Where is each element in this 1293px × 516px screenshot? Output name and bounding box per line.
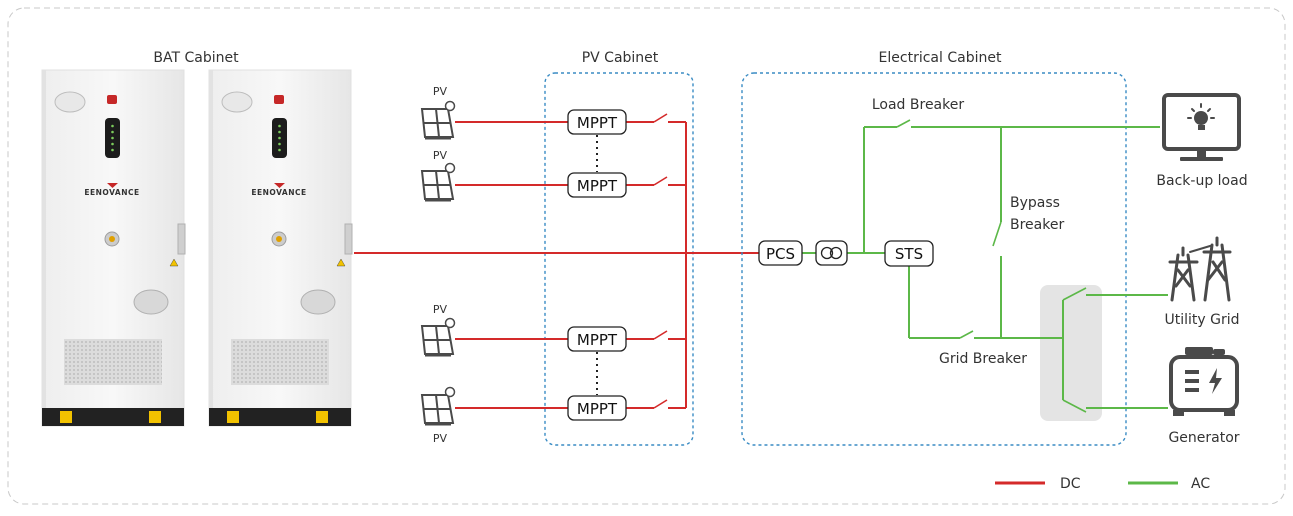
pcs-box: PCS <box>758 240 803 266</box>
mppt-label-3: MPPT <box>577 331 618 349</box>
ac-switches <box>896 119 1087 413</box>
pv-label-1: PV <box>433 85 448 98</box>
mppt-label-2: MPPT <box>577 177 618 195</box>
load-breaker-label: Load Breaker <box>872 97 965 113</box>
dc-switches <box>653 113 668 409</box>
sts-label: STS <box>895 245 923 263</box>
battery-unit-2: EENOVANCE <box>208 69 353 427</box>
pv-panel-3: PV <box>420 303 456 357</box>
bypass-breaker-label-line2: Breaker <box>1010 217 1064 233</box>
backup-load-icon <box>1162 93 1241 161</box>
generator-label: Generator <box>1168 430 1239 446</box>
pv-panel-2: PV <box>420 149 456 202</box>
utility-grid-icon <box>1168 236 1232 302</box>
mppt-box-2: MPPT <box>567 172 627 198</box>
mppt-box-3: MPPT <box>567 326 627 352</box>
bypass-breaker-label-line1: Bypass <box>1010 195 1060 211</box>
transfer-switch-panel <box>1040 285 1102 421</box>
utility-grid-label: Utility Grid <box>1164 312 1239 328</box>
pv-panel-1: PV <box>420 85 456 140</box>
pv-label-2: PV <box>433 149 448 162</box>
pv-cabinet-title: PV Cabinet <box>582 50 659 66</box>
electrical-cabinet-title: Electrical Cabinet <box>879 50 1002 66</box>
legend: DC AC <box>995 476 1210 492</box>
outer-frame <box>7 7 1286 505</box>
legend-ac-label: AC <box>1191 476 1210 492</box>
pv-panel-4: PV <box>420 386 456 445</box>
backup-load-label: Back-up load <box>1156 173 1247 189</box>
dc-wiring <box>354 121 759 409</box>
ac-wiring <box>802 126 1168 409</box>
sts-box: STS <box>884 240 934 267</box>
transformer-icon <box>815 240 848 266</box>
bypass-breaker-blade <box>992 221 1002 247</box>
legend-dc-label: DC <box>1060 476 1081 492</box>
grid-breaker-blade <box>959 330 974 339</box>
battery-brand-2: EENOVANCE <box>251 188 306 197</box>
generator-icon <box>1169 347 1239 416</box>
ats-upper-blade <box>1062 287 1087 301</box>
mppt-label-4: MPPT <box>577 400 618 418</box>
grid-breaker-label: Grid Breaker <box>939 351 1027 367</box>
pcs-label: PCS <box>766 245 795 263</box>
pv-label-3: PV <box>433 303 448 316</box>
electrical-cabinet-boundary <box>741 72 1127 446</box>
ats-lower-blade <box>1062 399 1087 413</box>
load-breaker-blade <box>896 119 911 128</box>
battery-unit-1: EENOVANCE <box>41 69 186 427</box>
mppt-box-1: MPPT <box>567 109 627 135</box>
mppt-box-4: MPPT <box>567 395 627 421</box>
pv-label-4: PV <box>433 432 448 445</box>
mppt-label-1: MPPT <box>577 114 618 132</box>
battery-brand-1: EENOVANCE <box>84 188 139 197</box>
bat-cabinet-title: BAT Cabinet <box>153 50 239 66</box>
pv-cabinet-boundary <box>544 72 694 446</box>
